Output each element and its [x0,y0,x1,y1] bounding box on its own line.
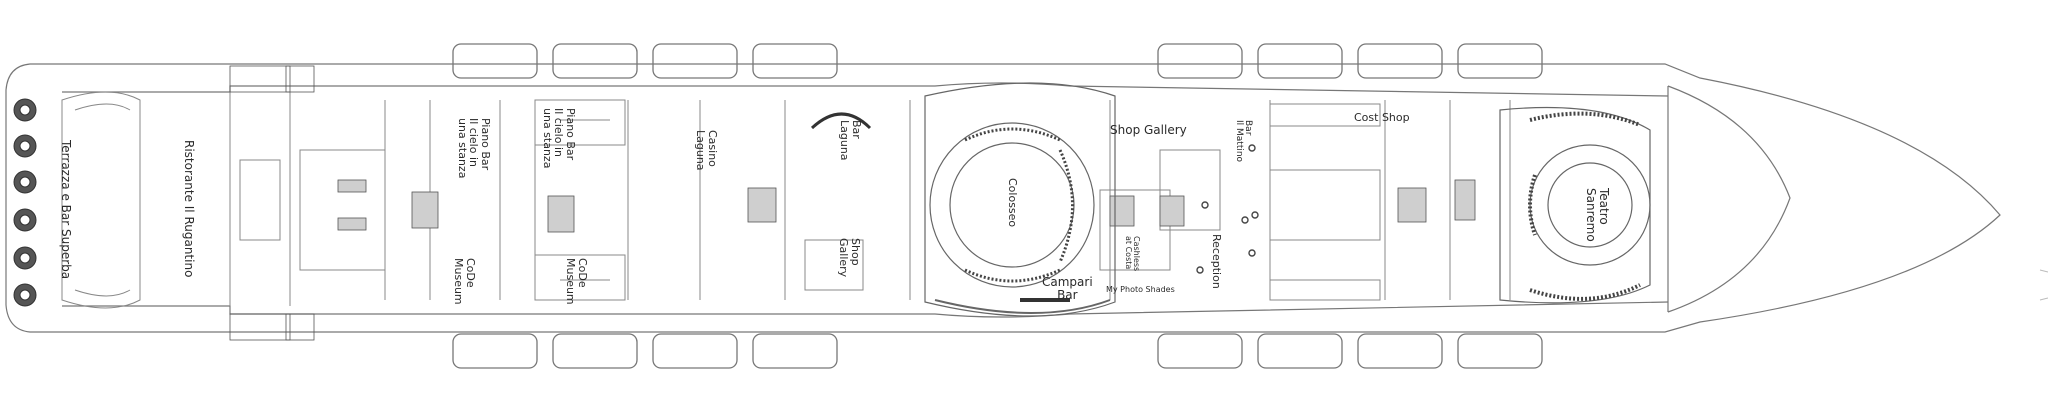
label-teatro-sanremo: Teatro Sanremo [1584,188,1611,242]
label-cashless-at-costa: Cashless at Costa [1123,236,1141,272]
lifeboats-top [452,43,1543,79]
label-bar-laguna: Bar Laguna [838,120,863,161]
label-colosseo: Colosseo [1006,178,1019,228]
lifeboats-bottom [452,333,1543,369]
small-trim-right [2039,269,2048,301]
label-shop-gallery-top: Shop Gallery [1110,123,1187,137]
label-bar-il-mattino: Bar Il Mattino [1233,120,1253,163]
stern-terrace-seating [13,98,37,307]
interior-partitions [229,92,1511,306]
label-reception: Reception [1210,234,1223,289]
label-campari-bar: Campari Bar [1042,275,1093,302]
label-terrazza-bar-superba: Terrazza e Bar Superba [59,140,73,280]
stairwells [229,65,1476,341]
label-ristorante-il-rugantino: Ristorante Il Rugantino [182,140,196,278]
label-code-museum-1: CoDe Museum [452,258,477,305]
label-piano-bar-1: Piano Bar Il cielo in una stanza [455,118,492,179]
label-cost-shop: Cost Shop [1354,111,1410,124]
bow-section [1667,85,1791,313]
stern-terrace-arc [61,91,141,309]
teatro-sanremo [1499,106,1651,304]
label-piano-bar-2: Piano Bar Il cielo in una stanza [540,108,577,169]
inner-deck-boundary [62,82,1669,318]
label-my-photo-shades: My Photo Shades [1106,285,1175,294]
hull-outline [5,63,2001,333]
label-code-museum-2: CoDe Museum [564,258,589,305]
bar-laguna-counter [810,112,872,130]
label-casino-laguna: Casino Laguna [694,130,719,171]
colosseo-seating [964,127,1074,283]
reception-columns [1196,144,1259,274]
teatro-seating [1528,111,1641,301]
label-shop-gallery-left: Shop Gallery [837,238,862,278]
colosseo-atrium [924,82,1116,317]
